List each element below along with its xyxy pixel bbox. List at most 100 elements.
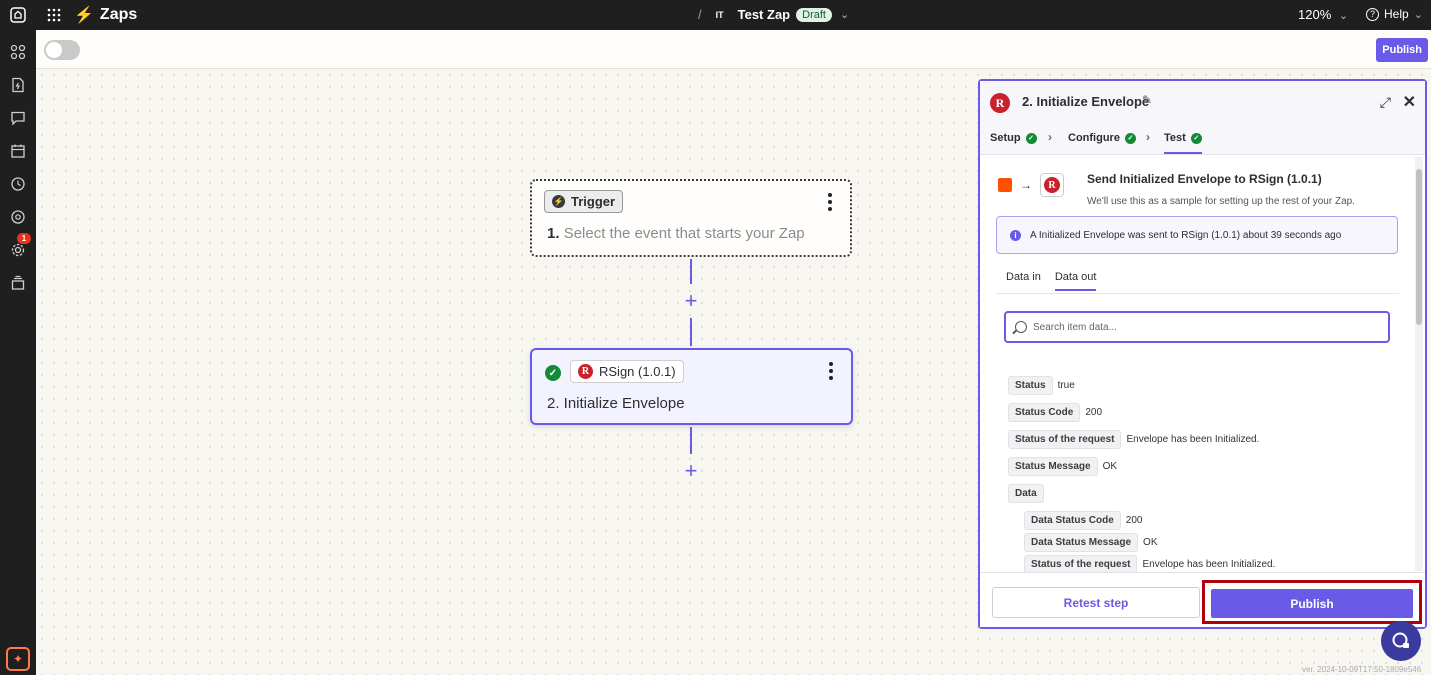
field-key: Data Status Message bbox=[1024, 533, 1139, 552]
chevron-down-icon: ⌄ bbox=[1413, 8, 1423, 21]
apps-icon[interactable] bbox=[9, 43, 27, 61]
status-badge: Draft bbox=[796, 7, 832, 22]
bolt-icon: ⚡ bbox=[552, 195, 565, 208]
more-options-icon[interactable] bbox=[828, 193, 832, 214]
arrow-right-icon: → bbox=[1020, 178, 1032, 192]
copilot-icon[interactable]: ✦ bbox=[6, 647, 30, 671]
data-field-row: Status of the request Envelope has been … bbox=[1008, 430, 1259, 449]
chevron-down-icon[interactable]: ⌄ bbox=[839, 9, 850, 21]
version-label: ver. 2024-10-09T17:50-1809e546 bbox=[1302, 665, 1422, 674]
chat-bubble-icon bbox=[1392, 632, 1409, 648]
action-step-card[interactable]: ✓ R RSign (1.0.1) 2. Initialize Envelope bbox=[530, 348, 853, 425]
rsign-logo-icon: R bbox=[990, 93, 1010, 113]
history-icon[interactable] bbox=[9, 175, 27, 193]
expand-icon[interactable]: ⤢ bbox=[1379, 94, 1391, 110]
tab-configure-label: Configure bbox=[1068, 132, 1120, 144]
publish-button[interactable]: Publish bbox=[1211, 589, 1413, 618]
tab-configure[interactable]: Configure ✓ bbox=[1068, 132, 1136, 144]
breadcrumb: / IT Test Zap Draft ⌄ bbox=[698, 7, 849, 22]
panel-header: R 2. Initialize Envelope ✎ ⤢ ✕ bbox=[980, 81, 1425, 123]
send-subtitle: We'll use this as a sample for setting u… bbox=[1087, 196, 1355, 207]
calendar-icon[interactable] bbox=[9, 142, 27, 160]
data-field-row: Status Code 200 bbox=[1008, 403, 1102, 422]
field-value: true bbox=[1057, 380, 1075, 391]
field-value: Envelope has been Initialized. bbox=[1126, 434, 1260, 445]
zap-on-off-toggle[interactable] bbox=[44, 40, 80, 60]
notifications-icon[interactable] bbox=[9, 208, 27, 226]
home-button[interactable] bbox=[0, 0, 36, 30]
field-value: OK bbox=[1102, 461, 1118, 472]
notification-badge: 1 bbox=[17, 233, 31, 244]
field-key: Status Code bbox=[1008, 403, 1081, 422]
trigger-step-card[interactable]: ⚡ Trigger 1. Select the event that start… bbox=[530, 179, 852, 257]
field-value: Envelope has been Initialized. bbox=[1142, 559, 1276, 570]
data-tabs: Data in Data out bbox=[1006, 271, 1110, 291]
home-icon bbox=[10, 7, 26, 23]
data-field-row: Status Message OK bbox=[1008, 457, 1117, 476]
app-flow: → R bbox=[998, 173, 1064, 197]
chevron-down-icon: ⌄ bbox=[1338, 10, 1349, 22]
zap-file-icon[interactable] bbox=[9, 76, 27, 94]
panel-title[interactable]: 2. Initialize Envelope bbox=[1022, 94, 1150, 109]
pencil-icon[interactable]: ✎ bbox=[1142, 93, 1153, 107]
editor-toolbar: Publish bbox=[36, 30, 1431, 69]
tab-test-label: Test bbox=[1164, 132, 1186, 144]
trigger-number: 1. bbox=[547, 225, 560, 242]
connector-line bbox=[690, 318, 692, 346]
check-icon: ✓ bbox=[1190, 132, 1202, 144]
tab-setup[interactable]: Setup ✓ bbox=[990, 132, 1037, 144]
panel-footer: Retest step Publish bbox=[980, 572, 1425, 627]
connector-line bbox=[690, 259, 692, 284]
more-options-icon[interactable] bbox=[829, 362, 833, 383]
tab-setup-label: Setup bbox=[990, 132, 1021, 144]
question-icon: ? bbox=[1366, 7, 1379, 21]
data-field-row: Status true bbox=[1008, 376, 1075, 395]
close-icon[interactable]: ✕ bbox=[1402, 94, 1416, 111]
send-title: Send Initialized Envelope to RSign (1.0.… bbox=[1087, 172, 1322, 186]
retest-step-button[interactable]: Retest step bbox=[992, 587, 1200, 618]
trigger-placeholder: Select the event that starts your Zap bbox=[563, 225, 805, 242]
app-grid-button[interactable] bbox=[44, 5, 64, 25]
zapier-logo-icon bbox=[998, 178, 1012, 192]
info-banner: i A Initialized Envelope was sent to RSi… bbox=[996, 216, 1398, 254]
search-input[interactable] bbox=[1033, 321, 1353, 333]
field-value: 200 bbox=[1125, 515, 1143, 526]
search-field[interactable] bbox=[1004, 311, 1390, 343]
connector-line bbox=[690, 427, 692, 454]
chevron-right-icon: › bbox=[1048, 130, 1052, 144]
help-menu[interactable]: ? Help ⌄ bbox=[1366, 7, 1423, 21]
publish-button-top[interactable]: Publish bbox=[1376, 38, 1428, 62]
support-chat-button[interactable] bbox=[1381, 621, 1421, 661]
scrollbar-thumb[interactable] bbox=[1416, 169, 1422, 325]
bolt-icon: ⚡ bbox=[74, 7, 94, 24]
folder-label[interactable]: IT bbox=[715, 9, 724, 20]
tab-test[interactable]: Test ✓ bbox=[1164, 132, 1202, 154]
field-key: Status of the request bbox=[1008, 430, 1122, 449]
trigger-pill-label: Trigger bbox=[571, 194, 616, 209]
settings-icon[interactable] bbox=[9, 241, 27, 259]
add-step-button[interactable]: + bbox=[684, 458, 698, 483]
layers-icon[interactable] bbox=[9, 274, 27, 292]
tab-data-out[interactable]: Data out bbox=[1054, 271, 1097, 291]
trigger-title: 1. Select the event that starts your Zap bbox=[547, 225, 805, 242]
zoom-level: 120% bbox=[1298, 7, 1332, 22]
field-key: Data bbox=[1008, 484, 1044, 503]
scrollbar[interactable] bbox=[1415, 157, 1423, 571]
brand-label: Zaps bbox=[99, 6, 138, 23]
chat-icon[interactable] bbox=[9, 109, 27, 127]
trigger-pill: ⚡ Trigger bbox=[544, 190, 624, 213]
grid-icon bbox=[47, 8, 61, 22]
info-icon: i bbox=[1010, 229, 1021, 241]
tab-data-in[interactable]: Data in bbox=[1006, 271, 1041, 283]
zaps-brand-link[interactable]: ⚡ Zaps bbox=[74, 5, 137, 25]
check-icon: ✓ bbox=[1124, 132, 1136, 144]
data-field-row[interactable]: Data bbox=[1008, 484, 1044, 503]
zap-name[interactable]: Test Zap bbox=[737, 7, 791, 22]
rsign-logo-icon: R bbox=[578, 364, 593, 379]
app-pill-label: RSign (1.0.1) bbox=[599, 364, 676, 379]
zoom-control[interactable]: 120% ⌄ bbox=[1298, 7, 1348, 22]
breadcrumb-separator: / bbox=[698, 7, 702, 22]
add-step-button[interactable]: + bbox=[684, 288, 698, 313]
chevron-right-icon: › bbox=[1146, 130, 1150, 144]
action-title: 2. Initialize Envelope bbox=[547, 395, 685, 412]
